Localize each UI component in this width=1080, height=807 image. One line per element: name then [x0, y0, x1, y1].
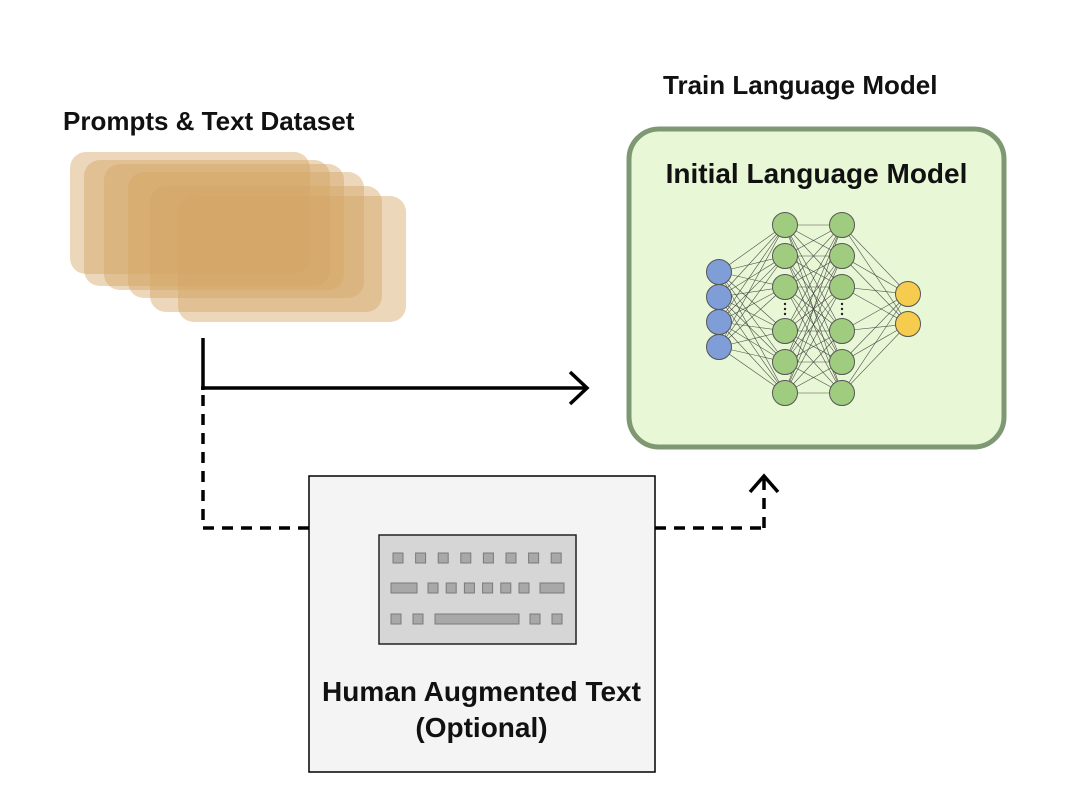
dataset-stack — [70, 152, 406, 322]
key — [482, 582, 494, 594]
key — [482, 552, 494, 564]
key — [551, 613, 563, 625]
key — [445, 582, 457, 594]
ellipsis-dot — [840, 302, 844, 306]
hidden-node — [829, 274, 855, 300]
key — [529, 613, 541, 625]
dataset-title: Prompts & Text Dataset — [63, 106, 355, 136]
key — [415, 552, 427, 564]
key — [539, 582, 565, 594]
hidden-node — [772, 318, 798, 344]
key — [550, 552, 562, 564]
ellipsis-dot — [783, 312, 787, 316]
dataset-card — [84, 160, 330, 286]
hidden-node — [829, 318, 855, 344]
key — [518, 582, 530, 594]
dataset-card — [70, 152, 310, 274]
output-node — [895, 281, 921, 307]
human-augmented-dashed-path — [201, 395, 780, 530]
input-node — [706, 284, 732, 310]
hidden-node — [772, 212, 798, 238]
ellipsis-dot — [840, 312, 844, 316]
key — [392, 552, 404, 564]
key — [460, 552, 472, 564]
ellipsis-dot — [783, 307, 787, 311]
dataset-card — [150, 186, 382, 312]
key — [390, 613, 402, 625]
key — [505, 552, 517, 564]
output-node — [895, 311, 921, 337]
hidden-node — [772, 349, 798, 375]
input-node — [706, 309, 732, 335]
key — [500, 582, 512, 594]
input-node — [706, 259, 732, 285]
hidden-node — [829, 212, 855, 238]
hidden-node — [829, 380, 855, 406]
key — [463, 582, 475, 594]
dataset-card — [128, 172, 364, 298]
train-title: Train Language Model — [663, 70, 938, 100]
key — [437, 552, 449, 564]
input-node — [706, 334, 732, 360]
hidden-node — [772, 380, 798, 406]
dataset-card — [178, 196, 406, 322]
language-model-box — [626, 126, 1007, 450]
ellipsis-dot — [840, 307, 844, 311]
dataset-card — [104, 164, 344, 290]
key — [390, 582, 418, 594]
neural-network-icon — [706, 212, 921, 406]
dataset-to-model-arrow — [201, 338, 590, 406]
hidden-node — [772, 243, 798, 269]
hidden-node — [829, 243, 855, 269]
model-title: Initial Language Model — [665, 158, 968, 189]
key — [412, 613, 424, 625]
ellipsis-dot — [783, 302, 787, 306]
key — [528, 552, 540, 564]
key — [434, 613, 520, 625]
hidden-node — [772, 274, 798, 300]
key — [427, 582, 439, 594]
hidden-node — [829, 349, 855, 375]
human-augmented-title: Human Augmented Text (Optional) — [322, 676, 641, 743]
keyboard-icon — [378, 534, 577, 645]
